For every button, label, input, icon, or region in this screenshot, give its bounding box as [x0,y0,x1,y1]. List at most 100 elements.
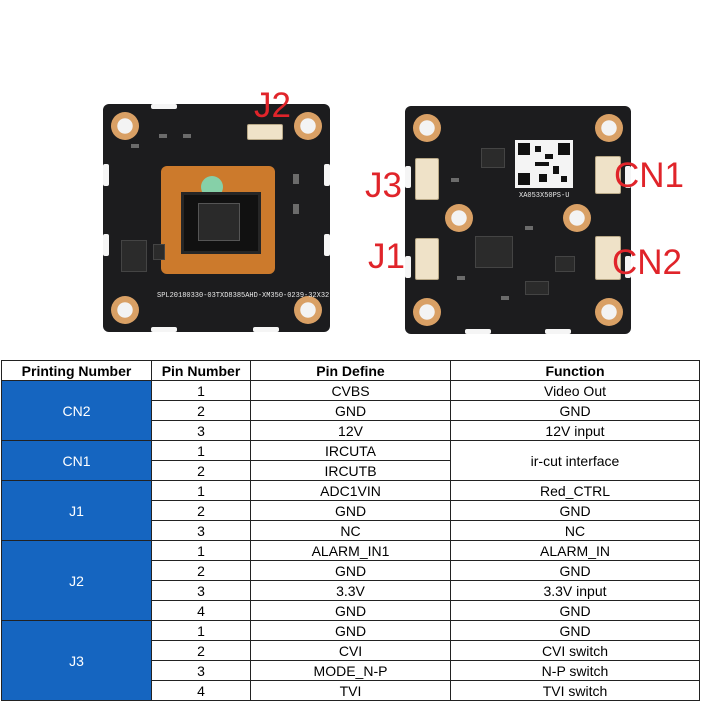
pin-number-cell: 1 [151,440,251,461]
function-cell: Video Out [450,380,700,401]
pin-define-cell: GND [250,400,451,421]
table-header-row: Printing Number Pin Number Pin Define Fu… [1,360,700,381]
edge-slot [324,234,330,256]
pin-number-cell: 3 [151,580,251,601]
pin-number-cell: 2 [151,500,251,521]
edge-slot [324,164,330,186]
group-cell-j1: J1 [1,480,152,541]
mount-hole-icon [294,296,322,324]
chip-icon [153,244,165,260]
mount-hole-icon [111,112,139,140]
smd-component [525,226,533,230]
chip-icon [555,256,575,272]
j1-connector [415,238,439,280]
chip-icon [525,281,549,295]
table-row: 2 GND GND [2,500,700,521]
mount-hole-icon [413,298,441,326]
pin-define-cell: 3.3V [250,580,451,601]
pin-number-cell: 4 [151,600,251,621]
mount-hole-icon [294,112,322,140]
edge-slot [625,166,631,188]
pin-define-cell: 12V [250,420,451,441]
chip-icon [475,236,513,268]
board-silkscreen-text: SPL20180330-03TXD8385AHD-XM350-0239-32X3… [157,292,330,300]
function-cell: GND [450,500,700,521]
mount-hole-icon [595,114,623,142]
function-cell: GND [450,620,700,641]
pin-define-cell: ADC1VIN [250,480,451,501]
cn1-connector [595,156,621,194]
function-cell: GND [450,560,700,581]
function-cell: CVI switch [450,640,700,661]
table-row: 2 GND GND [2,560,700,581]
function-cell: TVI switch [450,680,700,701]
header-pin-define: Pin Define [250,360,451,381]
table-row: J3 1 GND GND [1,620,700,701]
board-photo-area: SPL20180330-03TXD8385AHD-XM350-0239-32X3… [103,86,685,334]
smd-component [457,276,465,280]
smd-component [451,178,459,182]
edge-slot [465,329,491,334]
function-cell: N-P switch [450,660,700,681]
pin-define-cell: NC [250,520,451,541]
header-pin-number: Pin Number [151,360,251,381]
smd-component [501,296,509,300]
edge-slot [151,327,177,332]
qr-label-text: XA053X50PS-U [519,192,570,200]
table-row: 4 GND GND [2,600,700,621]
pin-number-cell: 2 [151,460,251,481]
pin-number-cell: 4 [151,680,251,701]
pin-number-cell: 1 [151,380,251,401]
group-cell-cn2: CN2 [1,380,152,441]
group-cell-j3: J3 [1,620,152,701]
qr-code-icon [515,140,573,188]
mount-hole-icon [413,114,441,142]
smd-component [131,144,139,148]
function-cell: NC [450,520,700,541]
pin-number-cell: 3 [151,420,251,441]
image-sensor [181,192,261,254]
pin-number-cell: 1 [151,540,251,561]
smd-component [293,204,299,214]
function-cell: 3.3V input [450,580,700,601]
callout-j3: J3 [365,166,402,205]
smd-component [183,134,191,138]
table-row: CN1 1 IRCUTA ir-cut interface [1,440,700,481]
callout-j1: J1 [368,237,405,276]
table-row: 2 IRCUTB [2,460,700,481]
pin-number-cell: 3 [151,660,251,681]
header-function: Function [450,360,700,381]
function-cell: ALARM_IN [450,540,700,561]
cn2-connector [595,236,621,280]
pin-define-cell: GND [250,600,451,621]
header-printing-number: Printing Number [1,360,152,381]
callout-cn2: CN2 [612,243,683,282]
table-row: CN2 1 CVBS Video Out [1,380,700,441]
edge-slot [625,256,631,278]
chip-icon [121,240,147,272]
function-cell-merged: ir-cut interface [450,440,700,481]
group-cell-cn1: CN1 [1,440,152,481]
mount-hole-icon [595,298,623,326]
edge-slot [103,164,109,186]
mount-hole-icon [445,204,473,232]
pin-number-cell: 2 [151,640,251,661]
callout-cn1: CN1 [614,156,685,195]
group-cell-j2: J2 [1,540,152,621]
function-cell: Red_CTRL [450,480,700,501]
pin-define-cell: IRCUTB [250,460,451,481]
callout-j2: J2 [254,86,291,125]
edge-slot [405,256,411,278]
table-row: 2 GND GND [2,400,700,421]
pcb-back-board: XA053X50PS-U [405,106,631,334]
edge-slot [405,166,411,188]
table-row: 2 CVI CVI switch [2,640,700,661]
pin-number-cell: 2 [151,400,251,421]
pin-define-cell: GND [250,620,451,641]
smd-component [159,134,167,138]
mount-hole-icon [563,204,591,232]
image-sensor-frame [161,166,275,274]
pin-define-cell: CVBS [250,380,451,401]
pin-define-cell: GND [250,560,451,581]
edge-slot [103,234,109,256]
